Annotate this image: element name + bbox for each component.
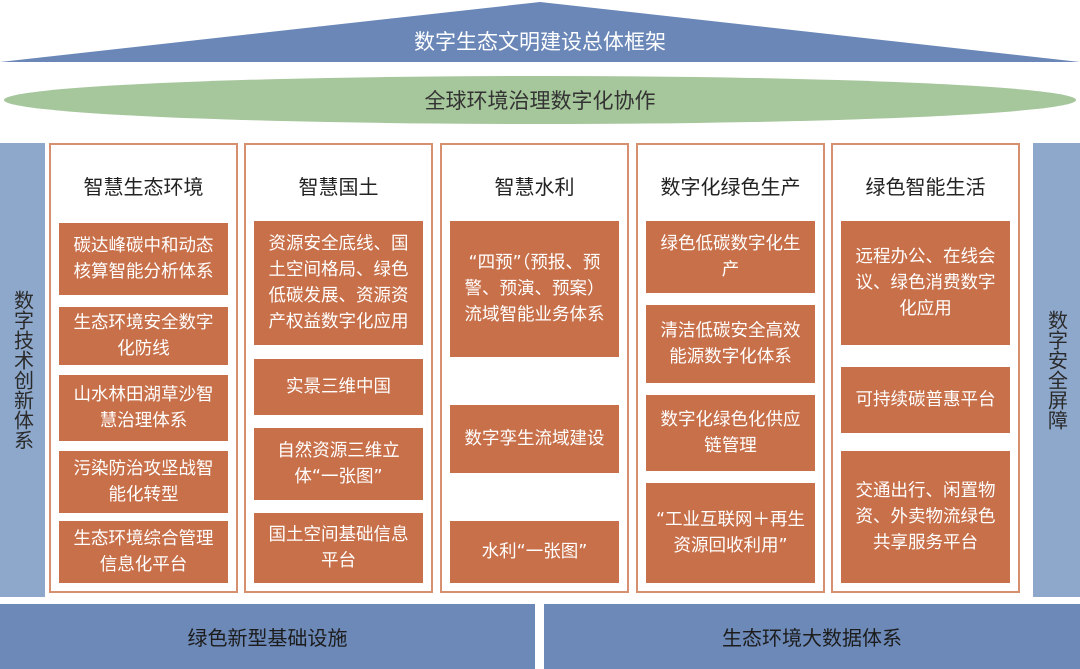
green-infrastructure-base: 绿色新型基础设施	[0, 604, 535, 669]
column-green-production: 数字化绿色生产 绿色低碳数字化生产 清洁低碳安全高效能源数字化体系 数字化绿色化…	[636, 143, 825, 593]
column-green-living: 绿色智能生活 远程办公、在线会议、绿色消费数字化应用 可持续碳普惠平台 交通出行…	[831, 143, 1020, 593]
column-smart-land: 智慧国土 资源安全底线、国土空间格局、绿色低碳发展、资源资产权益数字化应用 实景…	[244, 143, 433, 593]
item-box: 实景三维中国	[254, 359, 423, 415]
item-box: 生态环境安全数字化防线	[59, 307, 228, 365]
item-box: 资源安全底线、国土空间格局、绿色低碳发展、资源资产权益数字化应用	[254, 221, 423, 345]
item-box: 远程办公、在线会议、绿色消费数字化应用	[841, 221, 1010, 345]
item-box: 国土空间基础信息平台	[254, 513, 423, 583]
item-box: 污染防治攻坚战智能化转型	[59, 451, 228, 513]
item-box: 清洁低碳安全高效能源数字化体系	[646, 305, 815, 383]
column-title: 数字化绿色生产	[660, 175, 801, 199]
framework-title: 数字生态文明建设总体框架	[414, 30, 666, 54]
global-cooperation-label: 全球环境治理数字化协作	[424, 89, 656, 113]
tech-innovation-pillar: 数字技术创新体系	[0, 143, 45, 597]
column-title: 绿色智能生活	[865, 175, 986, 199]
column-title: 智慧水利	[494, 175, 575, 199]
column-title: 智慧国土	[298, 175, 379, 199]
item-box: 山水林田湖草沙智慧治理体系	[59, 375, 228, 441]
column-smart-ecology: 智慧生态环境 碳达峰碳中和动态核算智能分析体系 生态环境安全数字化防线 山水林田…	[49, 143, 238, 593]
security-barrier-pillar: 数字安全屏障	[1033, 143, 1080, 597]
item-box: 可持续碳普惠平台	[841, 367, 1010, 433]
column-title: 智慧生态环境	[83, 175, 204, 199]
tech-innovation-label: 数字技术创新体系	[10, 290, 35, 450]
global-cooperation-ellipse: 全球环境治理数字化协作	[4, 76, 1076, 124]
item-box: 碳达峰碳中和动态核算智能分析体系	[59, 223, 228, 295]
green-infrastructure-label: 绿色新型基础设施	[187, 626, 348, 650]
column-smart-water: 智慧水利 “四预”（预报、预警、预演、预案）流域智能业务体系 数字孪生流域建设 …	[440, 143, 629, 593]
item-box: “工业互联网＋再生资源回收利用”	[646, 483, 815, 583]
item-box: 交通出行、闲置物资、外卖物流绿色共享服务平台	[841, 451, 1010, 583]
eco-bigdata-label: 生态环境大数据体系	[722, 626, 902, 650]
item-box: 自然资源三维立体“一张图”	[254, 428, 423, 500]
item-box: 数字化绿色化供应链管理	[646, 395, 815, 471]
item-box: 数字孪生流域建设	[450, 405, 619, 473]
item-box: 绿色低碳数字化生产	[646, 221, 815, 293]
item-box: 生态环境综合管理信息化平台	[59, 521, 228, 583]
roof-triangle	[0, 2, 1080, 62]
item-box: “四预”（预报、预警、预演、预案）流域智能业务体系	[450, 221, 619, 357]
item-box: 水利“一张图”	[450, 521, 619, 583]
eco-bigdata-base: 生态环境大数据体系	[544, 604, 1080, 669]
security-barrier-label: 数字安全屏障	[1044, 310, 1069, 430]
